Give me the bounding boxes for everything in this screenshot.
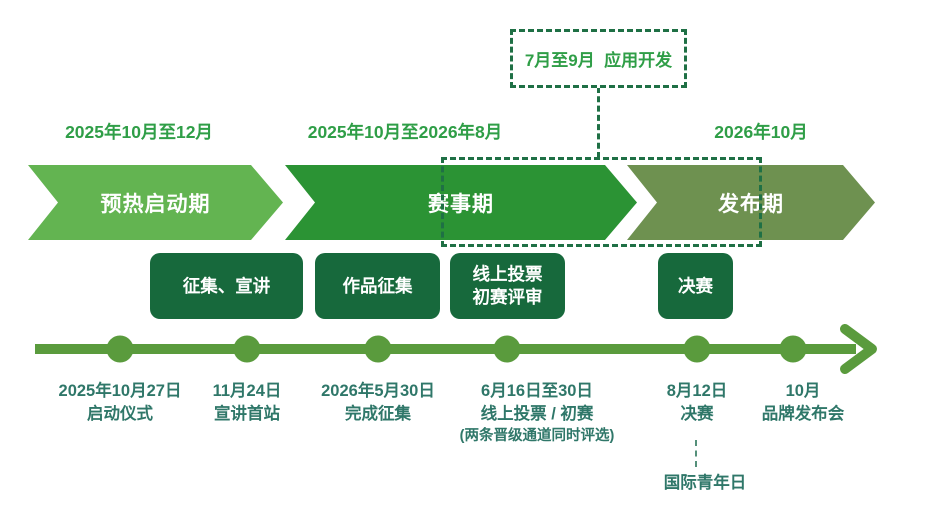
event-name: 决赛 [680, 404, 714, 423]
milestone-box-final: 决赛 [658, 253, 733, 319]
milestone-label: 作品征集 [342, 275, 413, 296]
milestone-label: 决赛 [678, 275, 713, 296]
phase-label-warmup: 预热启动期 [100, 192, 211, 216]
phase-chevron-warmup: 预热启动期 [28, 165, 283, 240]
callout-text: 7月至9月 应用开发 [524, 51, 673, 70]
phase-date-competition: 2025年10月至2026年8月 [307, 122, 503, 142]
event-label-launch: 2025年10月27日 启动仪式 [30, 380, 210, 426]
event-name: 品牌发布会 [761, 404, 845, 423]
event-label-first-roadshow: 11月24日 宣讲首站 [172, 380, 322, 426]
phase-chevron-release: 发布期 [627, 165, 875, 240]
milestone-label: 征集、宣讲 [182, 275, 271, 296]
event-date: 11月24日 [212, 382, 282, 400]
event-date: 8月12日 [666, 382, 728, 400]
phase-date-release: 2026年10月 [714, 122, 808, 142]
event-note: (两条晋级通道同时评选) [459, 427, 615, 444]
international-youth-day-label: 国际青年日 [663, 474, 747, 492]
timeline-dot [106, 335, 134, 363]
event-date: 2025年10月27日 [58, 382, 182, 400]
event-date: 10月 [785, 382, 821, 400]
phase-label-competition: 赛事期 [428, 192, 494, 216]
event-date: 6月16日至30日 [481, 382, 593, 400]
timeline-dot [779, 335, 807, 363]
event-label-online-voting: 6月16日至30日 线上投票 / 初赛 (两条晋级通道同时评选) [426, 380, 648, 446]
event-label-brand-launch: 10月 品牌发布会 [723, 380, 883, 426]
international-youth-day-connector [695, 440, 697, 467]
event-label-collection-done: 2026年5月30日 完成征集 [288, 380, 468, 426]
phase-label-release: 发布期 [718, 192, 784, 216]
timeline-dot [683, 335, 711, 363]
milestone-label: 线上投票 [472, 264, 543, 285]
timeline-dot [364, 335, 392, 363]
milestone-box-entries: 作品征集 [315, 253, 440, 319]
callout-connector-line [597, 87, 600, 158]
timeline-arrowhead-icon [840, 324, 877, 374]
event-date: 2026年5月30日 [321, 382, 435, 400]
milestone-label: 初赛评审 [472, 287, 543, 307]
event-name: 宣讲首站 [214, 404, 280, 423]
event-label-final: 8月12日 决赛 [637, 380, 757, 426]
callout-box: 7月至9月 应用开发 [510, 29, 687, 88]
phase-date-warmup: 2025年10月至12月 [65, 122, 213, 142]
event-name: 完成征集 [345, 404, 411, 423]
milestone-box-voting: 线上投票 初赛评审 [450, 253, 565, 319]
event-name: 线上投票 / 初赛 [480, 404, 594, 423]
phase-chevron-competition: 赛事期 [285, 165, 637, 240]
event-name: 启动仪式 [87, 404, 153, 423]
milestone-box-solicitation: 征集、宣讲 [150, 253, 303, 319]
timeline-axis [35, 324, 877, 374]
timeline-dot [233, 335, 261, 363]
timeline-dot [493, 335, 521, 363]
